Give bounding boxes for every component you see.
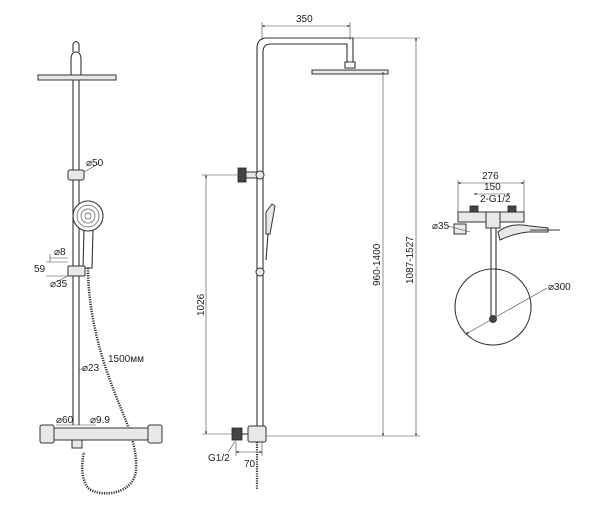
side-hand-shower-handle — [265, 233, 269, 261]
front-hand-shower-handle — [82, 229, 94, 269]
side-mixer-inlet — [231, 427, 243, 441]
top-view: 276 150 2-G1/2 ⌀35 ⌀300 — [432, 171, 571, 346]
front-hand-shower-outer — [72, 200, 104, 232]
front-holder-dim-line — [55, 275, 69, 283]
front-outlet-diameter-label: ⌀9.9 — [90, 415, 110, 426]
side-head-connector — [344, 61, 356, 69]
top-inlet-spacing-label: 150 — [484, 182, 501, 193]
top-holder-diameter-label: ⌀35 — [432, 221, 450, 232]
front-hose — [81, 267, 138, 495]
top-overhead-head-circle — [454, 268, 532, 346]
side-bracket-arm — [245, 171, 258, 179]
side-arm-reach-label: 350 — [296, 14, 313, 25]
side-view: 350 1026 960-1400 1087-1527 — [196, 14, 420, 490]
front-holder-diameter-label: ⌀35 — [50, 279, 68, 290]
front-hand-shower-ring-2 — [80, 208, 96, 224]
side-riser-outer — [256, 37, 354, 430]
front-mixer-diameter-label: ⌀60 — [56, 415, 74, 426]
front-head-nozzle — [72, 40, 80, 52]
front-mixer-body — [51, 427, 151, 441]
front-clamp-leader — [83, 163, 99, 173]
front-head-tube-diameter-label: ⌀50 — [86, 158, 104, 169]
front-view: ⌀50 ⌀8 59 ⌀35 ⌀23 1500мм ⌀60 ⌀9.9 — [34, 40, 163, 495]
top-inlet-thread-label: 2-G1/2 — [480, 194, 511, 205]
side-wall-offset-label: 70 — [244, 459, 256, 470]
top-head-diameter-label: ⌀300 — [548, 282, 571, 293]
front-hose-length-label: 1500мм — [108, 354, 144, 365]
front-holder-offset-label: 59 — [34, 264, 46, 275]
front-overhead-shower-head — [37, 74, 117, 81]
top-center-block — [485, 211, 501, 229]
top-left-inlet — [469, 205, 479, 213]
front-riser-diameter-label: ⌀23 — [82, 363, 100, 374]
front-holder — [67, 265, 86, 277]
front-mixer-outlet — [71, 439, 83, 449]
top-hand-shower — [497, 224, 549, 241]
side-riser-inner — [262, 43, 348, 430]
side-adjust-range-label: 960-1400 — [372, 243, 383, 286]
side-hand-shower — [265, 203, 276, 235]
front-hand-shower-ring-1 — [76, 204, 100, 228]
side-holder-knob — [255, 267, 265, 277]
front-mixer-left-knob — [39, 424, 55, 444]
front-clamp — [67, 169, 85, 181]
side-inlet-thread-label: G1/2 — [208, 453, 230, 464]
front-wall-pin-diameter-label: ⌀8 — [54, 247, 66, 258]
side-overall-height-label: 1087-1527 — [405, 236, 416, 284]
side-inlet-leader — [227, 439, 237, 453]
top-right-inlet — [507, 205, 517, 213]
front-hand-shower-ring-3 — [84, 212, 92, 220]
side-overhead-shower-head — [311, 69, 389, 75]
side-bracket-knob — [255, 170, 265, 180]
side-mount-height-label: 1026 — [196, 293, 207, 316]
front-head-connector — [70, 51, 82, 75]
side-mixer-body — [247, 425, 267, 443]
top-mixer-width-label: 276 — [482, 171, 499, 182]
top-holder-leader — [447, 225, 471, 233]
front-mixer-right-knob — [147, 424, 163, 444]
front-riser-leader — [78, 367, 85, 371]
top-head-dim-line — [465, 287, 548, 335]
